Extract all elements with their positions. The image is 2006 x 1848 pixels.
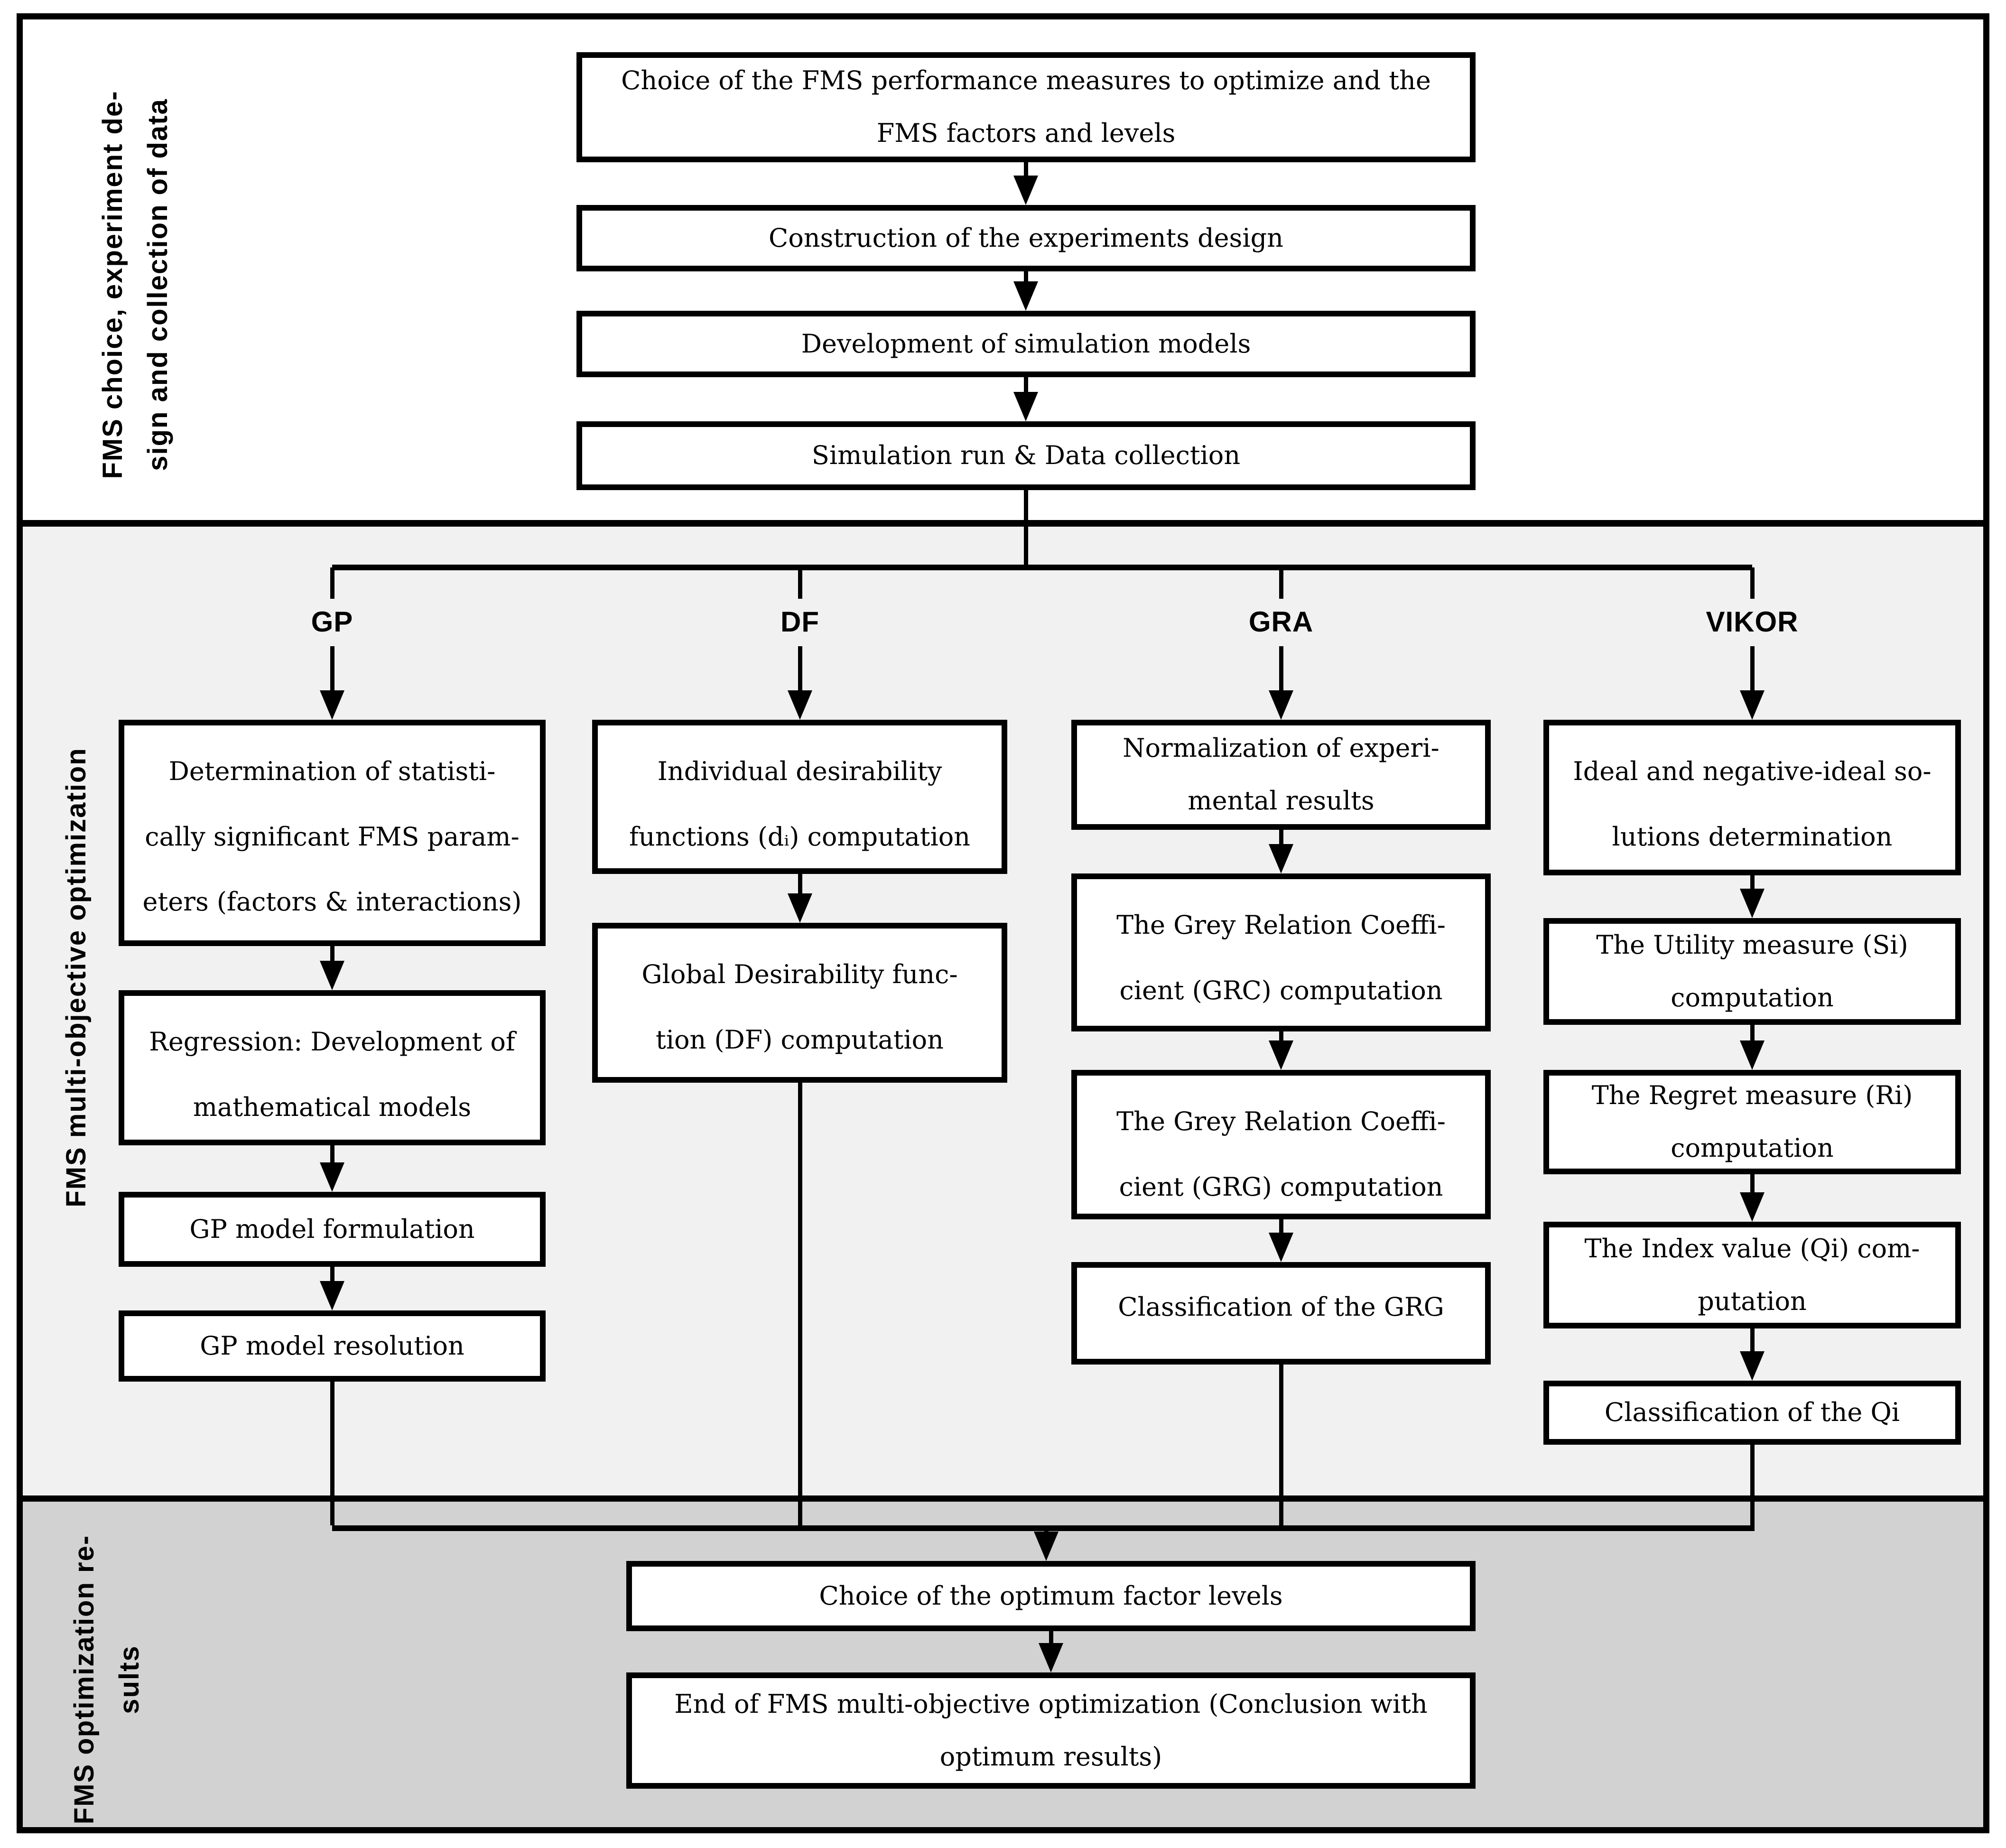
descender-df: [798, 1083, 802, 1525]
box-vikor-ri: The Regret measure (Ri)computation: [1543, 1070, 1961, 1174]
section-label-optimization: FMS multi-objective optimization: [60, 747, 92, 1207]
arrowhead-vikor-4: [1740, 1351, 1765, 1381]
column-header-gp: GP: [311, 606, 353, 638]
descender-gp: [330, 1382, 334, 1525]
connector-gp-1: [330, 946, 334, 963]
column-header-df: DF: [780, 606, 819, 638]
connector-df-1: [798, 874, 802, 896]
connector-vikor-1: [1750, 875, 1755, 892]
box-gra-normalization: Normalization of experi-mental results: [1071, 720, 1491, 830]
arrowhead-gp-2: [320, 1162, 344, 1192]
connector-vikor-4: [1750, 1328, 1755, 1354]
connector-gra-1: [1279, 830, 1283, 846]
box-gra-grg: The Grey Relation Coeffi-cient (GRG) com…: [1071, 1070, 1491, 1219]
arrowhead-df-entry: [788, 690, 812, 720]
arrowhead-vikor-3: [1740, 1192, 1765, 1222]
box-vikor-si: The Utility measure (Si)computation: [1543, 918, 1961, 1025]
stem-gra: [1279, 567, 1283, 599]
column-header-gra: GRA: [1248, 606, 1314, 638]
section-label-data-collection: FMS choice, experiment de-sign and colle…: [97, 90, 173, 479]
column-header-vikor: VIKOR: [1706, 606, 1799, 638]
box-construction-experiments-design: Construction of the experiments design: [576, 205, 1476, 271]
box-development-simulation-models: Development of simulation models: [576, 311, 1476, 377]
connector-top-3: [1024, 377, 1028, 394]
connector-gra-2: [1279, 1031, 1283, 1044]
connector-vikor-2: [1750, 1025, 1755, 1044]
box-vikor-qi: The Index value (Qi) com-putation: [1543, 1222, 1961, 1328]
arrowhead-gp-1: [320, 961, 344, 990]
connector-df-entry: [798, 646, 802, 691]
arrowhead-vikor-entry: [1740, 690, 1765, 720]
arrowhead-results-entry: [1034, 1532, 1059, 1561]
stem-gp: [330, 567, 334, 599]
collector-line: [332, 1525, 1755, 1531]
stem-df: [798, 567, 802, 599]
stem-vikor: [1750, 567, 1755, 599]
arrowhead-gra-entry: [1269, 690, 1293, 720]
band-separator-1: [17, 520, 1989, 527]
box-df-global: Global Desirability func-tion (DF) compu…: [592, 923, 1007, 1083]
connector-vikor-entry: [1750, 646, 1755, 691]
connector-gp-3: [330, 1267, 334, 1283]
box-gp-formulation: GP model formulation: [119, 1192, 546, 1267]
box-choice-performance-measures: Choice of the FMS performance measures t…: [576, 52, 1476, 162]
box-gra-grc: The Grey Relation Coeffi-cient (GRC) com…: [1071, 873, 1491, 1031]
arrowhead-top-2: [1013, 281, 1038, 311]
arrowhead-top-3: [1013, 392, 1038, 421]
arrowhead-top-1: [1013, 176, 1038, 205]
connector-gp-2: [330, 1145, 334, 1163]
section-label-results: FMS optimization re-sults: [69, 1534, 145, 1825]
connector-vikor-3: [1750, 1174, 1755, 1195]
box-gra-classification: Classification of the GRG: [1071, 1262, 1491, 1365]
box-simulation-run-data-collection: Simulation run & Data collection: [576, 421, 1476, 490]
arrowhead-gp-entry: [320, 690, 344, 720]
connector-gra-3: [1279, 1219, 1283, 1235]
arrowhead-gra-2: [1269, 1040, 1293, 1070]
connector-gp-entry: [330, 646, 334, 691]
arrowhead-gra-3: [1269, 1233, 1293, 1262]
box-vikor-ideal: Ideal and negative-ideal so-lutions dete…: [1543, 720, 1961, 875]
box-gp-resolution: GP model resolution: [119, 1310, 546, 1382]
connector-bottom-1: [1049, 1631, 1053, 1644]
arrowhead-gra-1: [1269, 844, 1293, 873]
connector-top-2: [1024, 271, 1028, 286]
descender-gra: [1279, 1365, 1283, 1525]
branch-line: [332, 565, 1752, 570]
descender-vikor: [1750, 1445, 1755, 1525]
box-gp-determination: Determination of statisti-cally signific…: [119, 720, 546, 946]
connector-gra-entry: [1279, 646, 1283, 691]
box-vikor-classification: Classification of the Qi: [1543, 1381, 1961, 1445]
band-separator-2: [17, 1495, 1989, 1502]
box-end-optimization: End of FMS multi-objective optimization …: [626, 1672, 1476, 1789]
arrowhead-gp-3: [320, 1281, 344, 1310]
arrowhead-vikor-2: [1740, 1040, 1765, 1070]
connector-top-1: [1024, 162, 1028, 182]
box-choice-optimum-levels: Choice of the optimum factor levels: [626, 1561, 1476, 1631]
arrowhead-df-1: [788, 893, 812, 923]
arrowhead-bottom-1: [1039, 1643, 1063, 1672]
arrowhead-vikor-1: [1740, 889, 1765, 918]
connector-feed: [1024, 490, 1028, 568]
